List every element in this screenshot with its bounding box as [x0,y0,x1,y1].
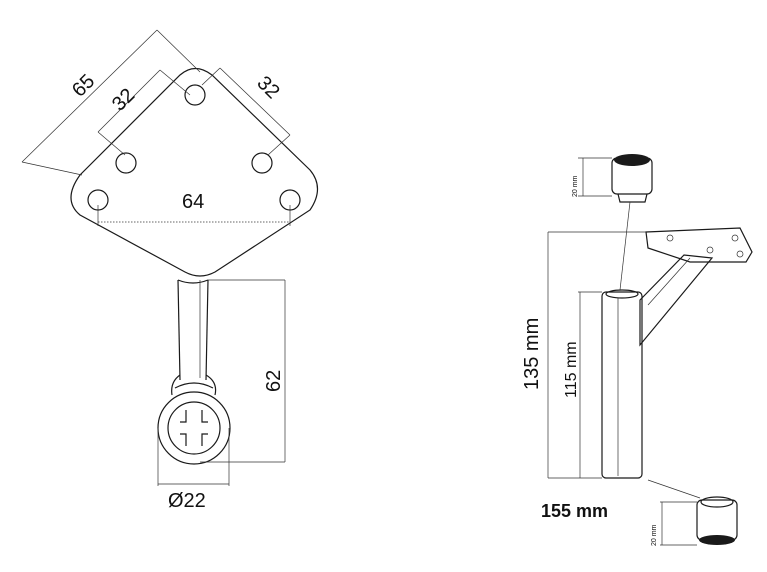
dim-155-label: 155 mm [541,501,608,521]
dim-bottom-cap-label: 20 mm [651,524,658,546]
stem [177,279,209,381]
dim-dia-label: Ø22 [168,490,206,512]
dim-32-left-label: 32 [108,84,139,115]
dim-62-lines [200,279,286,463]
dim-135-label: 135 mm [521,318,543,390]
hole-right [251,152,273,174]
dim-32-right-label: 32 [252,72,283,103]
dim-65-lines [21,29,201,176]
hole-top [184,84,206,106]
right-bracket-view: 135 mm 115 mm 155 mm 20 mm 20 mm [521,154,753,546]
top-cap [578,154,653,203]
dim-115-lines [578,291,602,478]
clamp-ring [157,374,231,465]
left-bracket-view: 65 32 32 64 62 Ø22 [21,29,319,512]
dim-top-cap-label: 20 mm [572,175,579,197]
dim-dia-lines [157,428,230,486]
dim-65-label: 65 [68,70,99,101]
bottom-cap [660,496,738,546]
dim-135-lines [547,231,646,479]
dim-62-label: 62 [263,370,285,392]
hole-left [115,152,137,174]
dim-64-label: 64 [182,191,204,213]
dim-115-label: 115 mm [563,341,580,398]
dim-32-left-lines [97,69,191,156]
dim-32-right-lines [201,67,291,156]
mounting-plate [70,67,319,277]
bracket-arm [639,227,753,347]
tube [601,289,643,479]
